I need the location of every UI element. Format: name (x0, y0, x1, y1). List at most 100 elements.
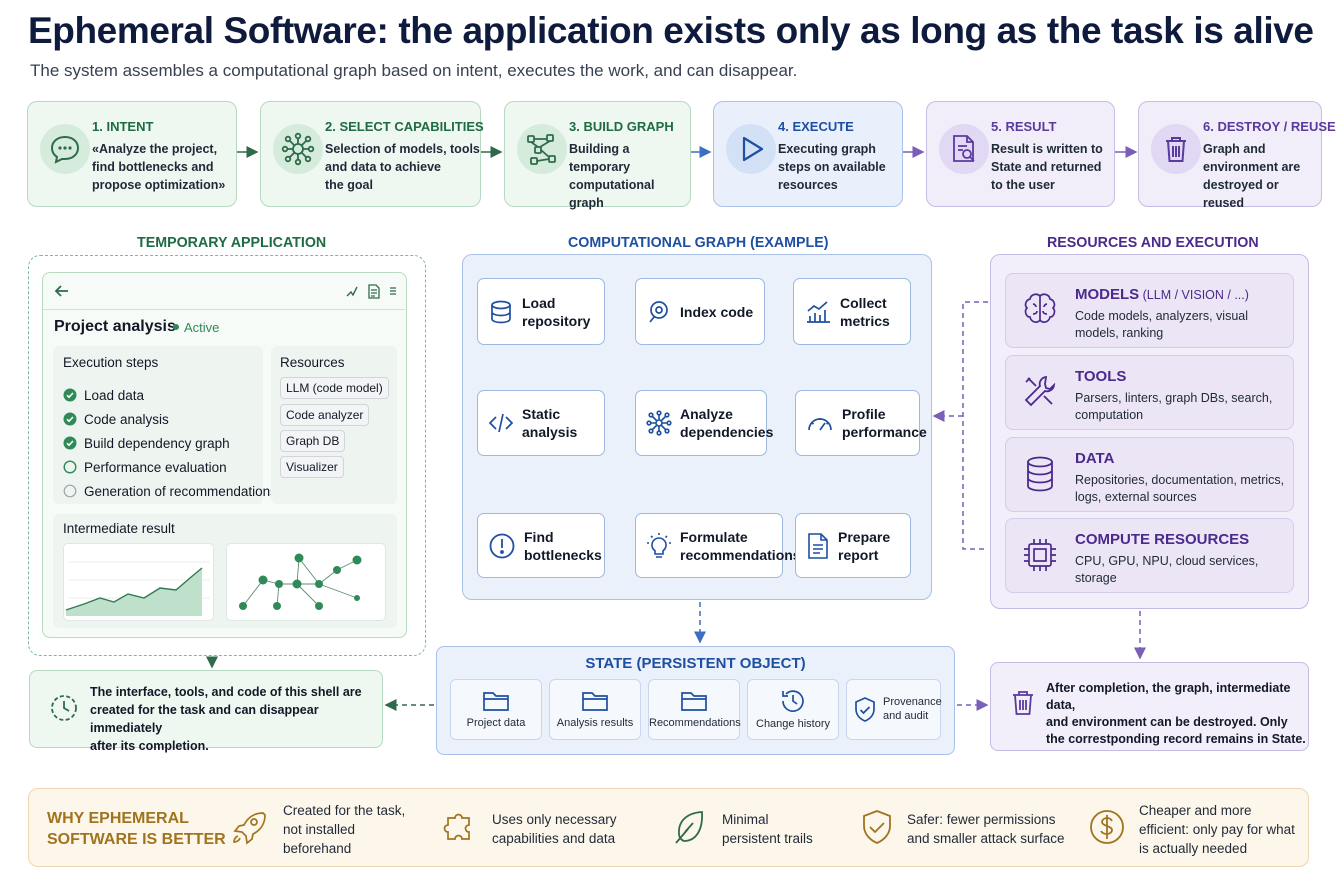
play-icon (726, 124, 776, 174)
graph-node-analyze-dependencies: Analyze dependencies (635, 390, 773, 456)
check-circle-icon (63, 412, 77, 426)
step-desc: «Analyze the project, find bottlenecks a… (92, 142, 226, 192)
database-icon (491, 300, 511, 323)
trash-icon (1010, 689, 1036, 717)
graph-node-label: Find bottlenecks (524, 528, 602, 563)
code-icon (488, 413, 514, 433)
execution-step-label: Build dependency graph (84, 435, 230, 451)
execution-step: Generation of recommendations (63, 479, 277, 503)
execution-step: Performance evaluation (63, 455, 227, 479)
graph-node-label: Formulate recommendations (680, 528, 801, 563)
document-search-icon (939, 124, 989, 174)
menu-icon[interactable] (388, 284, 398, 298)
state-item-label: Analysis results (556, 717, 634, 729)
resource-title-text: MODELS (1075, 286, 1140, 303)
step-result: 5. RESULT Result is written to State and… (926, 101, 1115, 207)
trend-thumbnail (63, 543, 214, 621)
resources-heading: RESOURCES AND EXECUTION (1047, 234, 1259, 251)
network-hub-icon (273, 124, 323, 174)
step-title: 6. DESTROY / REUSE (1203, 119, 1336, 134)
state-item-label: Recommendations (649, 717, 741, 729)
empty-circle-icon (63, 484, 77, 498)
execution-step-label: Code analysis (84, 411, 169, 427)
resource-compute: COMPUTE RESOURCES CPU, GPU, NPU, cloud s… (1005, 518, 1294, 593)
status-badge: Active (184, 320, 220, 335)
graph-node-label: Load repository (522, 294, 591, 329)
graph-build-icon (517, 124, 567, 174)
step-execute: 4. EXECUTE Executing graph steps on avai… (713, 101, 903, 207)
rocket-icon (230, 808, 268, 846)
step-intent: 1. INTENT «Analyze the project, find bot… (27, 101, 237, 207)
step-title: 5. RESULT (991, 119, 1057, 134)
graph-node-label: Static analysis (522, 406, 578, 440)
check-circle-icon (63, 436, 77, 450)
history-clock-icon (782, 690, 804, 712)
benefit-text: Created for the task, not installed befo… (283, 803, 406, 856)
graph-node-find-bottlenecks: Find bottlenecks (477, 513, 605, 578)
resource-pill: Visualizer (280, 456, 344, 478)
state-item-provenance: Provenance and audit (846, 679, 942, 740)
resource-title: DATA (1075, 450, 1115, 467)
empty-circle-icon (63, 460, 77, 474)
folder-icon (681, 692, 707, 711)
benefits-heading: WHY EPHEMERAL SOFTWARE IS BETTER (47, 810, 226, 848)
project-title: Project analysis (54, 318, 176, 335)
step-desc: Graph and environment are destroyed or r… (1203, 142, 1301, 210)
execution-step-label: Load data (84, 387, 145, 403)
benefits-band (28, 788, 1309, 867)
page-subtitle: The system assembles a computational gra… (30, 61, 798, 80)
app-resources-heading: Resources (280, 355, 345, 370)
bar-chart-icon (807, 300, 830, 323)
graph-node-collect-metrics: Collect metrics (793, 278, 911, 345)
database-icon (1020, 454, 1060, 494)
document-icon[interactable] (367, 284, 381, 299)
resource-title-suffix: (LLM / VISION / ...) (1139, 288, 1249, 302)
graph-node-label: Prepare report (838, 528, 891, 563)
step-desc: Selection of models, tools and data to a… (325, 142, 480, 192)
chat-bubble-icon (40, 124, 90, 174)
state-item-project-data: Project data (450, 679, 542, 740)
resource-pill: Graph DB (280, 430, 346, 452)
step-desc: Building a temporary computational graph (569, 142, 655, 210)
status-dot (173, 324, 179, 330)
resource-desc: Repositories, documentation, metrics, lo… (1075, 473, 1285, 504)
page-title: Ephemeral Software: the application exis… (28, 10, 1314, 51)
shield-check-icon (859, 808, 895, 846)
graph-node-label: Analyze dependencies (680, 406, 774, 440)
alert-icon (489, 533, 515, 558)
app-toolbar (43, 273, 405, 310)
intermediate-result-heading: Intermediate result (63, 521, 175, 536)
step-title: 2. SELECT CAPABILITIES (325, 119, 484, 134)
graph-node-static-analysis: Static analysis (477, 390, 605, 456)
step-desc: Result is written to State and returned … (991, 142, 1103, 192)
graph-view-icon[interactable] (345, 285, 359, 299)
step-build-graph: 3. BUILD GRAPH Building a temporary comp… (504, 101, 691, 210)
step-select-capabilities: 2. SELECT CAPABILITIES Selection of mode… (260, 101, 484, 207)
graph-node-index-code: Index code (635, 278, 765, 345)
execution-step: Code analysis (63, 407, 169, 431)
execution-step: Load data (63, 383, 144, 407)
report-document-icon (808, 532, 828, 559)
app-window: Project analysis Active Execution steps … (42, 272, 407, 638)
step-title: 3. BUILD GRAPH (569, 119, 674, 134)
resource-tools: TOOLS Parsers, linters, graph DBs, searc… (1005, 355, 1294, 430)
state-item-label: Project data (466, 717, 526, 729)
state-item-recommendations: Recommendations (648, 679, 741, 740)
graph-node-load-repository: Load repository (477, 278, 605, 345)
resource-title: TOOLS (1075, 368, 1127, 385)
execution-step: Build dependency graph (63, 431, 230, 455)
back-arrow-icon[interactable] (54, 283, 70, 299)
check-circle-icon (63, 388, 77, 402)
benefit-text: Minimal persistent trails (722, 812, 813, 846)
resource-desc: Parsers, linters, graph DBs, search, com… (1075, 391, 1273, 422)
cpu-chip-icon (1020, 535, 1060, 575)
brain-icon (1020, 290, 1060, 330)
graph-node-prepare-report: Prepare report (795, 513, 911, 578)
benefit-text: Cheaper and more efficient: only pay for… (1139, 803, 1295, 856)
benefit-text: Safer: fewer permissions and smaller att… (907, 812, 1065, 846)
benefit-text: Uses only necessary capabilities and dat… (492, 812, 617, 846)
execution-step-label: Generation of recommendations (84, 483, 277, 499)
shield-check-icon (855, 697, 875, 722)
resource-desc: Code models, analyzers, visual models, r… (1075, 309, 1248, 340)
dependency-network-icon (646, 410, 672, 436)
